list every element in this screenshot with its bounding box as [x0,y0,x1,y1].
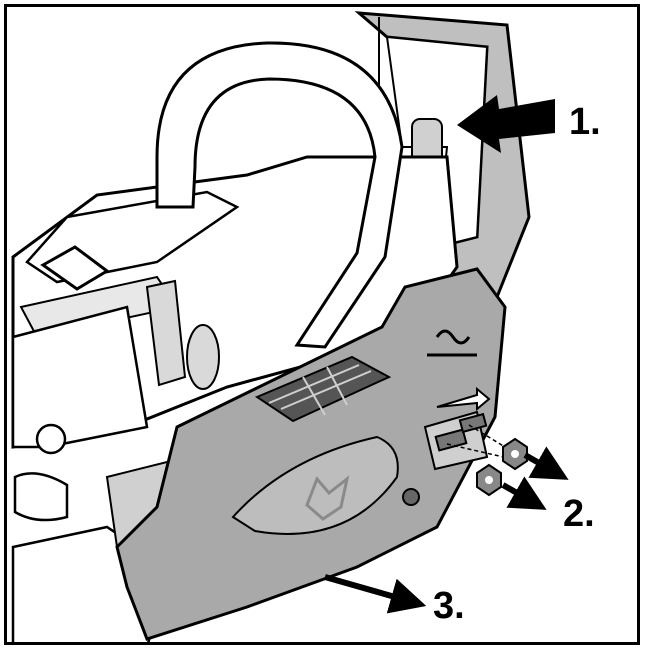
fox-logo-icon [305,475,350,521]
chainsaw-illustration [11,11,569,642]
step-label-1: 1. [569,101,601,143]
nut [502,437,528,471]
step-label-2: 2. [563,493,595,535]
step-label-3: 3. [433,585,465,627]
arrow-step-2-upper [523,446,569,480]
chain-tension-icon [427,329,477,357]
arrow-step-2-lower [501,476,547,510]
arrow-right-icon [436,386,491,412]
engine-body [11,155,459,642]
nut [476,463,502,497]
sprocket-cover [115,267,513,641]
arrow-step-3 [324,574,427,614]
front-handle-bar [155,41,404,349]
diagram-frame: 1. 2. 3. [4,4,640,645]
arrow-step-1 [457,95,555,153]
